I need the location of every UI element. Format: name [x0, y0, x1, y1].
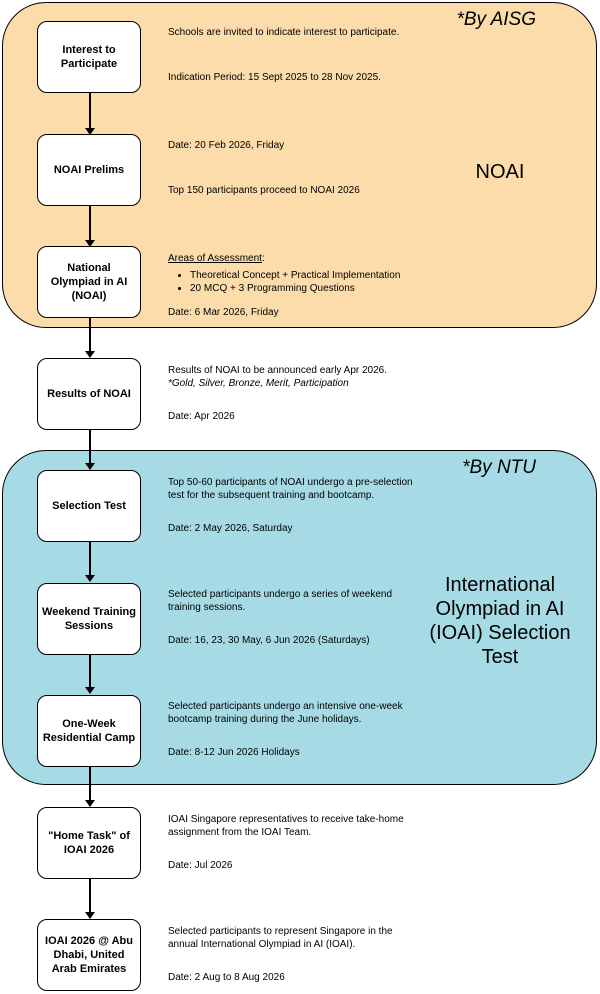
desc-noai-assessment: Areas of Assessment: Theoretical Concept…	[168, 252, 418, 295]
desc-text: Date: 8-12 Jun 2026 Holidays	[168, 747, 300, 758]
desc-italic-text: *Gold, Silver, Bronze, Merit, Participat…	[168, 378, 349, 389]
step-ioai-abu-dhabi: IOAI 2026 @ Abu Dhabi, United Arab Emira…	[37, 919, 141, 991]
desc-prelims-date: Date: 20 Feb 2026, Friday	[168, 139, 418, 152]
step-selection-test: Selection Test	[37, 470, 141, 542]
noai-region-title: NOAI	[475, 161, 525, 183]
arrow-down-icon	[85, 463, 95, 470]
connector-line	[89, 879, 91, 914]
arrow-down-icon	[85, 800, 95, 807]
desc-text: IOAI Singapore representatives to receiv…	[168, 814, 404, 838]
desc-text: Indication Period: 15 Sept 2025 to 28 No…	[168, 72, 381, 83]
aisg-region-tag: *By AISG	[456, 9, 536, 30]
list-item: Theoretical Concept + Practical Implemen…	[190, 269, 418, 282]
step-noai-prelims: NOAI Prelims	[37, 134, 141, 206]
arrow-down-icon	[85, 128, 95, 135]
desc-text: Date: 2 May 2026, Saturday	[168, 523, 293, 534]
step-results-of-noai: Results of NOAI	[37, 358, 141, 430]
arrow-down-icon	[85, 240, 95, 247]
desc-text: Date: Jul 2026	[168, 860, 233, 871]
ntu-region-tag: *By NTU	[462, 457, 536, 478]
connector-line	[89, 93, 91, 130]
desc-interest: Schools are invited to indicate interest…	[168, 26, 418, 39]
arrow-down-icon	[85, 351, 95, 358]
arrow-down-icon	[85, 687, 95, 694]
assessment-heading-colon: :	[261, 253, 265, 264]
desc-prelims-top: Top 150 participants proceed to NOAI 202…	[168, 184, 418, 197]
desc-text: Date: 2 Aug to 8 Aug 2026	[168, 972, 285, 983]
desc-interest-period: Indication Period: 15 Sept 2025 to 28 No…	[168, 71, 418, 84]
connector-line	[89, 430, 91, 465]
desc-text: Top 50-60 participants of NOAI undergo a…	[168, 477, 413, 501]
desc-weekend-date: Date: 16, 23, 30 May, 6 Jun 2026 (Saturd…	[168, 634, 418, 647]
desc-text: Date: 20 Feb 2026, Friday	[168, 140, 285, 151]
arrow-down-icon	[85, 575, 95, 582]
desc-selection-date: Date: 2 May 2026, Saturday	[168, 522, 418, 535]
desc-home-task-date: Date: Jul 2026	[168, 859, 418, 872]
desc-text: Selected participants undergo an intensi…	[168, 701, 403, 725]
connector-line	[89, 318, 91, 353]
step-weekend-training: Weekend Training Sessions	[37, 583, 141, 655]
desc-text: Results of NOAI to be announced early Ap…	[168, 365, 388, 376]
desc-results: Results of NOAI to be announced early Ap…	[168, 364, 418, 390]
desc-text: Schools are invited to indicate interest…	[168, 27, 400, 38]
desc-text: Top 150 participants proceed to NOAI 202…	[168, 185, 360, 196]
arrow-down-icon	[85, 912, 95, 919]
assessment-list: Theoretical Concept + Practical Implemen…	[168, 269, 418, 295]
desc-selection-test: Top 50-60 participants of NOAI undergo a…	[168, 476, 418, 502]
desc-text: Date: Apr 2026	[168, 411, 235, 422]
ioai-region-title: International Olympiad in AI (IOAI) Sele…	[429, 574, 571, 668]
desc-ioai-date: Date: 2 Aug to 8 Aug 2026	[168, 971, 418, 984]
step-interest-to-participate: Interest to Participate	[37, 21, 141, 93]
desc-weekend-training: Selected participants undergo a series o…	[168, 588, 418, 614]
desc-text: Selected participants undergo a series o…	[168, 589, 393, 613]
desc-noai-date: Date: 6 Mar 2026, Friday	[168, 306, 418, 319]
desc-home-task: IOAI Singapore representatives to receiv…	[168, 813, 418, 839]
desc-text: Date: 16, 23, 30 May, 6 Jun 2026 (Saturd…	[168, 635, 370, 646]
desc-ioai: Selected participants to represent Singa…	[168, 925, 418, 951]
step-national-olympiad: National Olympiad in AI (NOAI)	[37, 246, 141, 318]
desc-text: Selected participants to represent Singa…	[168, 926, 393, 950]
desc-text: Date: 6 Mar 2026, Friday	[168, 307, 279, 318]
step-home-task: "Home Task" of IOAI 2026	[37, 807, 141, 879]
desc-camp-date: Date: 8-12 Jun 2026 Holidays	[168, 746, 418, 759]
desc-residential-camp: Selected participants undergo an intensi…	[168, 700, 418, 726]
list-item: 20 MCQ + 3 Programming Questions	[190, 282, 418, 295]
assessment-heading: Areas of Assessment	[168, 253, 262, 264]
step-residential-camp: One-Week Residential Camp	[37, 695, 141, 767]
connector-line	[89, 655, 91, 689]
connector-line	[89, 542, 91, 577]
desc-results-date: Date: Apr 2026	[168, 410, 418, 423]
connector-line	[89, 767, 91, 802]
connector-line	[89, 206, 91, 242]
